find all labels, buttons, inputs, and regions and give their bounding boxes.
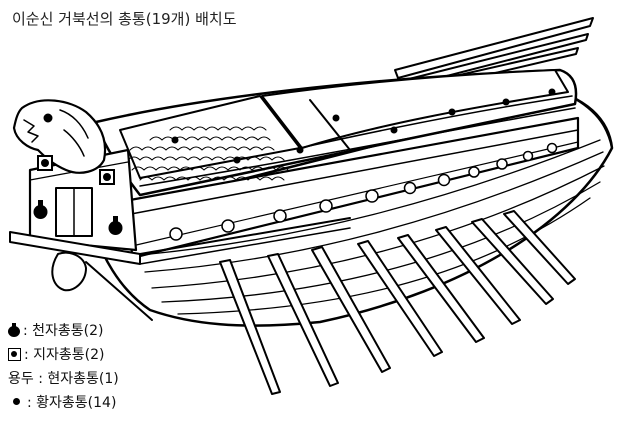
hull-plank: [161, 181, 601, 303]
legend-item-jija: : 지자총통(2): [8, 342, 119, 366]
hull-plank: [144, 151, 604, 273]
dragon-head: [12, 99, 107, 174]
legend-label: : 지자총통(2): [24, 347, 105, 363]
cannon-icon: [108, 216, 123, 235]
legend-item-cheonja: : 천자총통(2): [8, 318, 119, 342]
cannon-icon: [8, 323, 20, 337]
stern-post: [569, 95, 613, 149]
legend-item-hyeonja: 용두 : 현자총통(1): [8, 366, 119, 390]
cannon-icon: [33, 200, 48, 219]
roof-panel: [261, 69, 569, 149]
legend-label: : 천자총통(2): [23, 323, 104, 339]
legend-label: : 황자총통(14): [27, 395, 117, 411]
legend-label: 용두 : 현자총통(1): [8, 371, 119, 387]
legend-item-hwangja: : 황자총통(14): [8, 390, 119, 414]
hull-plank: [151, 165, 605, 289]
oars: [219, 210, 576, 395]
boxed-cannon-icon: [37, 155, 53, 171]
mast-pole: [394, 17, 594, 79]
gun-ports: [169, 142, 558, 241]
boxed-cannon-icon: [99, 169, 115, 185]
boxed-cannon-icon: [8, 347, 21, 361]
dot-icon: [171, 88, 556, 164]
dot-icon: [12, 397, 22, 407]
diagram-title: 이순신 거북선의 총통(19개) 배치도: [12, 10, 237, 28]
hull-plank: [139, 139, 601, 256]
bow-figure: [51, 251, 87, 292]
spike-pattern: [127, 126, 289, 181]
legend: : 천자총통(2) : 지자총통(2) 용두 : 현자총통(1) : 황자총통(…: [8, 318, 119, 414]
